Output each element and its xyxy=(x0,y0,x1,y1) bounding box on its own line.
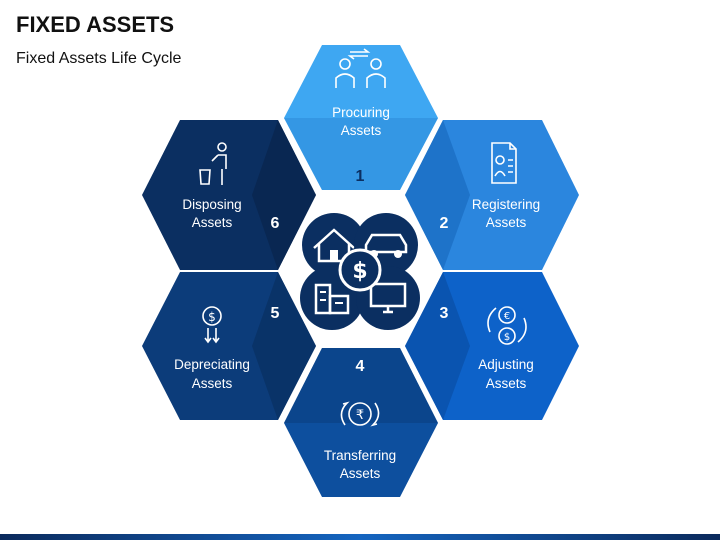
step-hex-procuring: Procuring Assets 1 xyxy=(284,45,438,190)
page-subtitle: Fixed Assets Life Cycle xyxy=(16,50,182,67)
svg-text:$: $ xyxy=(352,259,367,284)
step-hex-depreciating: $ Depreciating Assets 5 xyxy=(142,272,316,420)
center-asset-icons: $ xyxy=(300,213,420,330)
step-5-number: 5 xyxy=(271,305,280,322)
step-6-label-line2: Assets xyxy=(192,215,233,230)
hex-2-fold xyxy=(405,120,470,270)
people-exchange-icon xyxy=(335,48,386,88)
step-2-label-line1: Registering xyxy=(472,197,540,212)
dollar-icon: $ xyxy=(338,248,382,292)
step-4-label-line1: Transferring xyxy=(324,448,396,463)
step-3-label-line2: Assets xyxy=(486,376,527,391)
step-hex-registering: Registering Assets 2 xyxy=(405,120,579,270)
dollar-down-icon: $ xyxy=(202,306,222,344)
step-3-number: 3 xyxy=(440,305,449,322)
svg-text:$: $ xyxy=(504,332,510,343)
step-hex-adjusting: € $ Adjusting Assets 3 xyxy=(405,272,579,420)
step-2-label-line2: Assets xyxy=(486,215,527,230)
hex-3-fold xyxy=(405,272,470,420)
step-5-label-line1: Depreciating xyxy=(174,357,250,372)
person-trash-icon xyxy=(199,142,227,185)
svg-text:₹: ₹ xyxy=(356,408,364,423)
hex-5-fold xyxy=(252,272,316,420)
rupee-transfer-icon: ₹ xyxy=(340,401,380,427)
bottom-accent-bar xyxy=(0,534,720,540)
step-hex-transferring: ₹ Transferring Assets 4 xyxy=(284,348,438,497)
currency-exchange-icon: € $ xyxy=(487,306,527,345)
hex-6-fold xyxy=(252,120,316,270)
step-4-label-line2: Assets xyxy=(340,466,381,481)
step-1-label-line1: Procuring xyxy=(332,105,390,120)
page-title: FIXED ASSETS xyxy=(16,12,175,37)
document-registration-icon xyxy=(491,142,517,184)
step-6-number: 6 xyxy=(271,215,280,232)
step-6-label-line1: Disposing xyxy=(182,197,241,212)
step-1-label-line2: Assets xyxy=(341,123,382,138)
step-5-label-line2: Assets xyxy=(192,376,233,391)
hex-1-fold xyxy=(284,118,438,190)
svg-text:€: € xyxy=(504,311,510,322)
hex-4-fold xyxy=(284,348,438,423)
step-2-number: 2 xyxy=(440,215,449,232)
step-3-label-line1: Adjusting xyxy=(478,357,534,372)
step-hex-disposing: Disposing Assets 6 xyxy=(142,120,316,270)
svg-text:$: $ xyxy=(208,310,216,324)
step-4-number: 4 xyxy=(356,358,365,375)
step-1-number: 1 xyxy=(356,168,365,185)
